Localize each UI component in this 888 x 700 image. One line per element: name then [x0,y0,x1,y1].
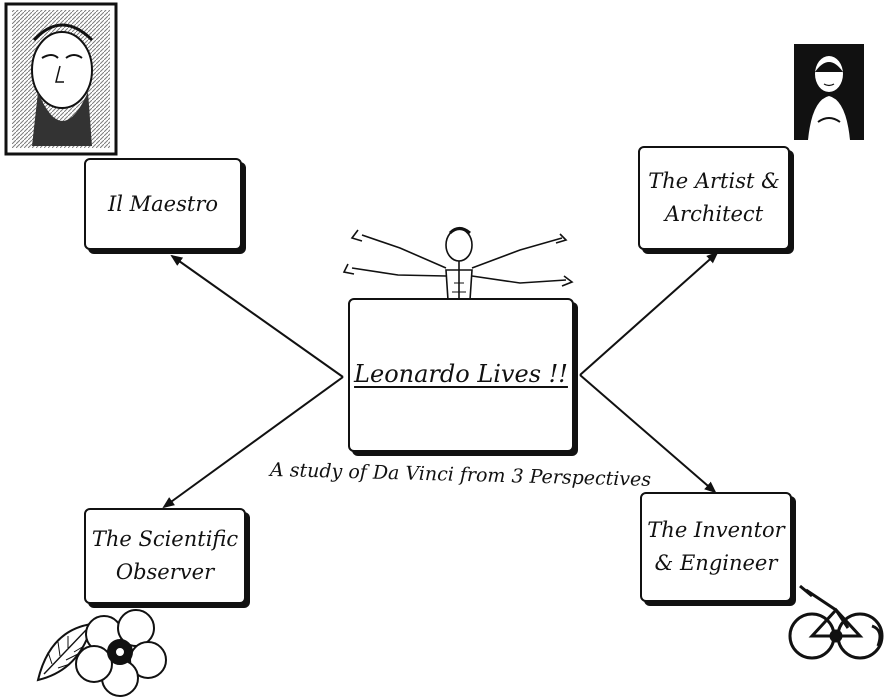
arrow-to-artist [579,251,719,376]
arrow-to-inventor [579,374,717,494]
mona-lisa-image [794,44,864,140]
bicycle-sketch-image [788,584,884,660]
flower-and-leaf-image [36,609,167,697]
center-title: Leonardo Lives !! [354,360,568,389]
node-center: Leonardo Lives !! [348,298,574,452]
node-inventor-engineer: The Inventor & Engineer [640,492,792,602]
node-artist-line-1: The Artist & [648,169,780,194]
leonardo-portrait-image [4,2,118,156]
arrow-to-maestro [170,254,344,378]
node-il-maestro-label: Il Maestro [107,191,219,216]
vitruvian-man-image [342,227,574,301]
node-inventor-line-1: The Inventor [647,518,785,543]
node-artist-architect: The Artist & Architect [638,146,790,250]
node-inventor-line-2: & Engineer [654,551,778,575]
node-scientific-observer: The Scientific Observer [84,508,246,604]
node-artist-line-2: Architect [664,202,764,226]
node-scientist-line-2: Observer [115,560,215,584]
node-scientist-line-1: The Scientific [91,527,239,552]
node-il-maestro: Il Maestro [84,158,242,250]
arrow-to-scientist [162,376,344,509]
